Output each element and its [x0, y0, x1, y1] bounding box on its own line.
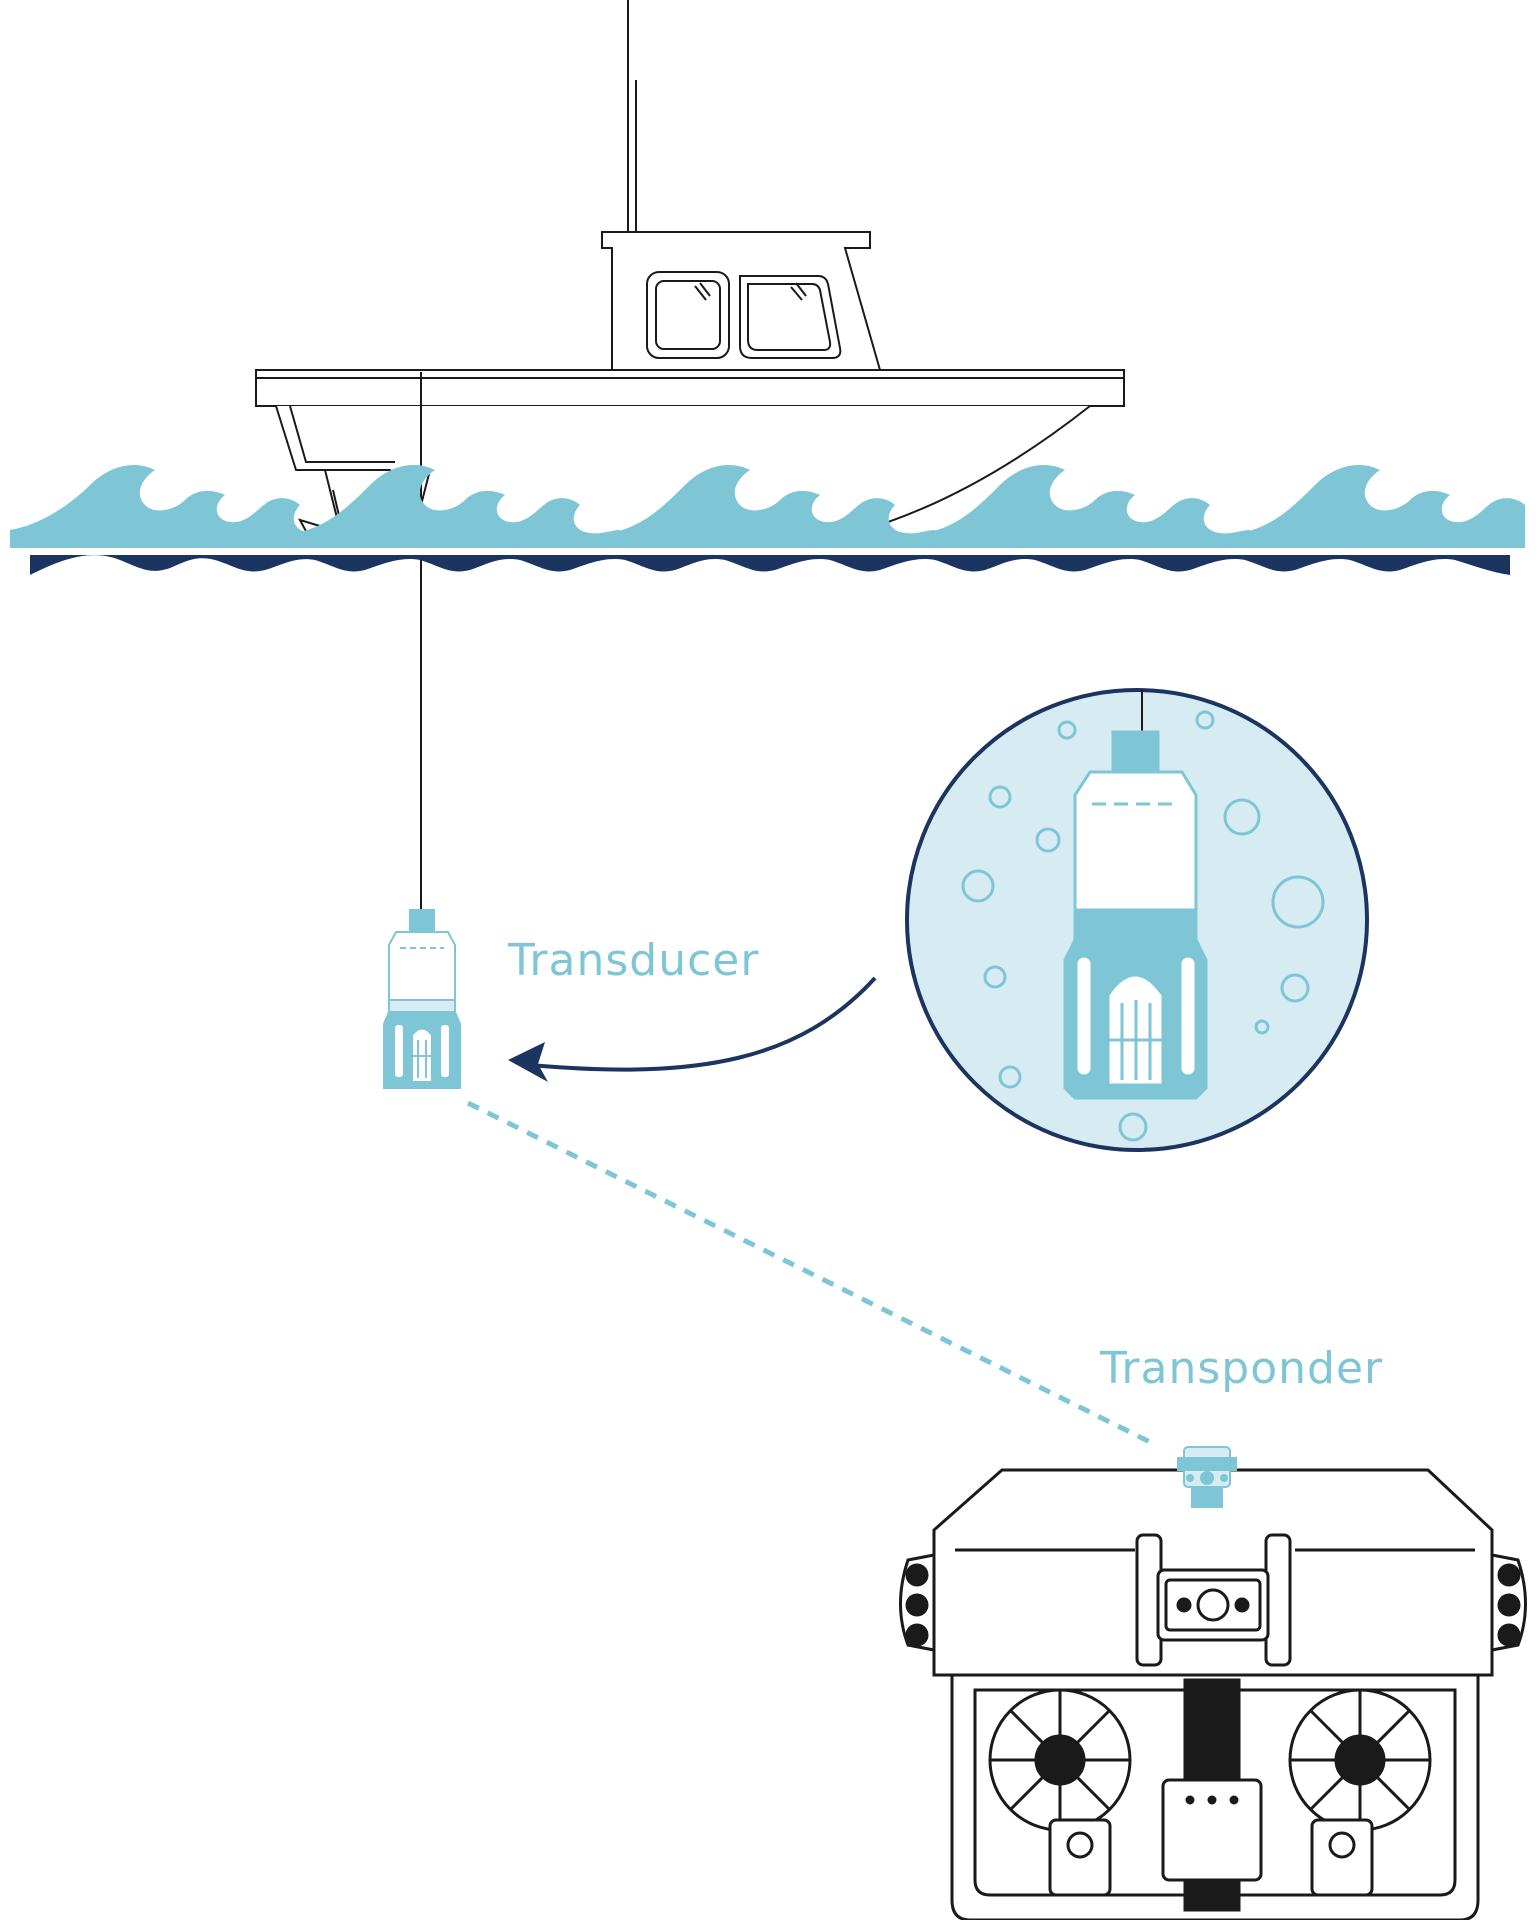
magnifier-circle [905, 688, 1369, 1152]
boat-icon [255, 0, 1125, 549]
transponder-icon [1177, 1446, 1237, 1508]
acoustic-link [466, 1100, 1152, 1445]
rov-icon [899, 1468, 1527, 1920]
transducer-icon [383, 909, 461, 1089]
arrow-icon [508, 976, 877, 1082]
transponder-label: Transponder [1100, 1343, 1384, 1394]
transducer-label: Transducer [508, 935, 760, 986]
wave-icon [10, 465, 1525, 575]
